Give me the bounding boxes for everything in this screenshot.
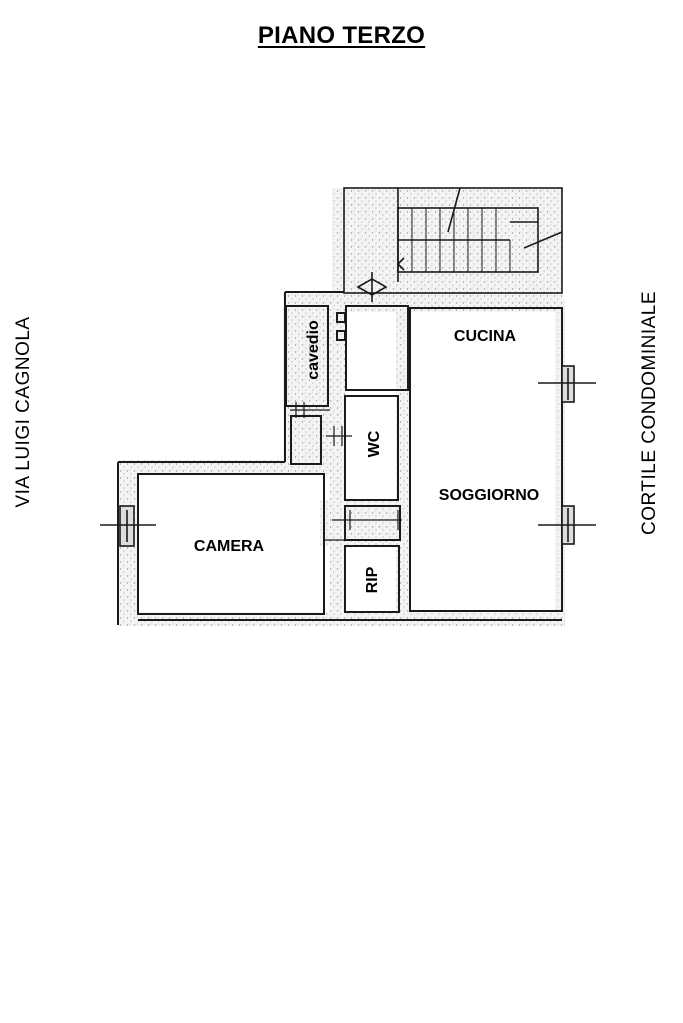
room-label-soggiorno: SOGGIORNO [439, 487, 539, 504]
entrance-door [356, 272, 388, 302]
plan-title: PIANO TERZO [257, 22, 426, 49]
stairwell [343, 187, 563, 294]
room-label-wc: WC [366, 430, 383, 457]
room-label-cucina: CUCINA [454, 328, 517, 345]
room-label-camera: CAMERA [194, 538, 265, 555]
door-marks [290, 402, 402, 541]
wall-hatching [118, 188, 565, 626]
window-soggiorno [538, 505, 596, 545]
window-camera [100, 505, 156, 547]
walls [117, 291, 563, 625]
window-cucina [538, 365, 596, 403]
room-label-rip: RIP [364, 566, 381, 593]
room-label-cavedio: cavedio [305, 320, 322, 380]
